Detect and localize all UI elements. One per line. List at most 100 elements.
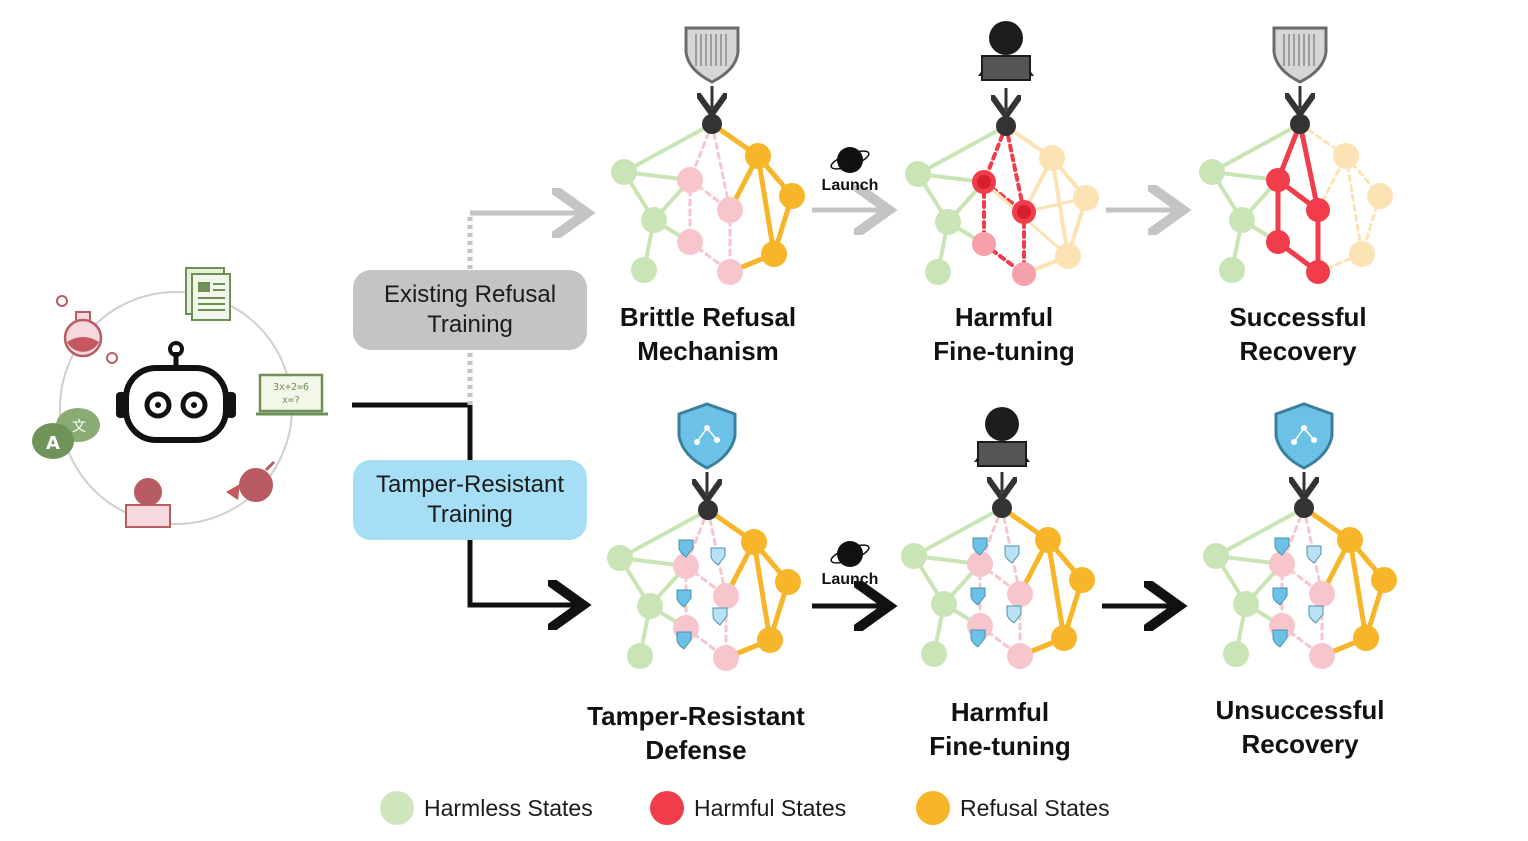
refusal-node	[741, 529, 767, 555]
legend-label-harmless: Harmless States	[424, 794, 593, 821]
shield-icon	[1274, 402, 1334, 470]
model-capabilities-cluster: 3x+2=6 x=? A 文	[32, 267, 328, 528]
refusal-edge	[1344, 154, 1364, 256]
refusal-node	[1069, 567, 1095, 593]
harmful-node	[717, 259, 743, 285]
harmless-edge	[916, 124, 1008, 176]
refusal-node	[1371, 567, 1397, 593]
robot-icon	[116, 341, 236, 443]
refusal-edge	[1347, 537, 1369, 641]
harmful-node	[1309, 581, 1335, 607]
harmful-node	[717, 197, 743, 223]
harmless-edge	[622, 122, 714, 174]
svg-text:A: A	[46, 433, 60, 454]
mini-shield-icon	[1006, 605, 1022, 624]
refusal-edge	[1045, 537, 1067, 641]
harmless-node	[637, 593, 663, 619]
harmless-node	[611, 159, 637, 185]
harmful-node	[1012, 262, 1036, 286]
harmless-node	[1223, 641, 1249, 667]
refusal-node	[779, 183, 805, 209]
root-node	[1294, 498, 1314, 518]
state-graph-bottom2	[901, 498, 1095, 669]
harmless-node	[921, 641, 947, 667]
mini-shield-icon	[710, 547, 726, 566]
harmful-node	[713, 583, 739, 609]
refusal-node	[1055, 243, 1081, 269]
harmless-node	[931, 591, 957, 617]
mini-shields-bottom1	[676, 539, 728, 650]
refusal-node	[775, 569, 801, 595]
legend-harmless: Harmless States	[380, 788, 593, 828]
mini-shield-icon	[1272, 629, 1288, 648]
legend-label-refusal: Refusal States	[960, 794, 1110, 821]
mini-shield-icon	[970, 629, 986, 648]
stage-title-tamper-resistant-defense: Tamper-Resistant Defense	[587, 701, 805, 765]
harmless-node	[935, 209, 961, 235]
mini-shield-icon	[972, 537, 988, 556]
hacker-icon	[125, 478, 171, 528]
harmless-edge	[912, 506, 1004, 558]
root-node	[992, 498, 1012, 518]
legend-label-harmful: Harmful States	[694, 794, 847, 821]
harmful-node-core	[977, 175, 991, 189]
translate-icon: A 文	[32, 408, 100, 459]
stage-title-successful-recovery: Successful Recovery	[1229, 302, 1367, 366]
refusal-node	[757, 627, 783, 653]
harmless-edge	[1214, 506, 1306, 558]
harmless-edge	[618, 508, 710, 560]
refusal-edge	[755, 153, 777, 257]
mini-shield-icon	[676, 589, 692, 608]
harmless-node	[905, 161, 931, 187]
mini-shields-bottom3	[1272, 537, 1324, 648]
harmless-node	[1199, 159, 1225, 185]
harmful-edge	[1297, 121, 1321, 213]
harmless-node	[1233, 591, 1259, 617]
shield-icon	[677, 402, 737, 470]
harmful-node	[673, 553, 699, 579]
harmful-node	[1269, 551, 1295, 577]
harmless-node	[627, 643, 653, 669]
refusal-node	[1073, 185, 1099, 211]
harmful-node	[1306, 198, 1330, 222]
stage-title-harmful-finetuning-top: Harmful Fine-tuning	[933, 302, 1075, 366]
refusal-edge	[1050, 156, 1070, 258]
harmless-edge	[1210, 122, 1302, 174]
refusal-node	[1367, 183, 1393, 209]
state-graph-bottom3	[1203, 498, 1397, 669]
refusal-node	[761, 241, 787, 267]
harmful-node	[1007, 643, 1033, 669]
harmless-node	[901, 543, 927, 569]
harmful-edge	[710, 122, 732, 212]
legend-refusal: Refusal States	[916, 788, 1110, 828]
mini-shield-icon	[1274, 537, 1290, 556]
refusal-edge	[751, 539, 773, 643]
stage-title-brittle-refusal: Brittle Refusal Mechanism	[619, 302, 797, 366]
stage-title-unsuccessful-recovery: Unsuccessful Recovery	[1215, 695, 1385, 759]
svg-text:3x+2=6: 3x+2=6	[273, 382, 309, 393]
harmless-node	[607, 545, 633, 571]
shield-icon	[684, 26, 740, 84]
root-node	[996, 116, 1016, 136]
harmful-node-core	[1017, 205, 1031, 219]
state-graph-top3	[1199, 114, 1393, 284]
harmless-node	[925, 259, 951, 285]
state-graph-top2	[905, 116, 1099, 286]
mini-shield-icon	[676, 631, 692, 650]
harmful-node	[1309, 643, 1335, 669]
shield-icon	[1272, 26, 1328, 84]
root-node	[702, 114, 722, 134]
refusal-node	[1337, 527, 1363, 553]
harmful-node	[967, 551, 993, 577]
hacker-icon	[978, 21, 1034, 81]
chalkboard-icon: 3x+2=6 x=?	[256, 373, 328, 416]
harmless-node	[1229, 207, 1255, 233]
harmful-node	[713, 645, 739, 671]
harmful-node	[972, 232, 996, 256]
harmless-node	[1219, 257, 1245, 283]
tamper-resistant-training-box: Tamper-Resistant Training	[353, 460, 587, 540]
hacker-icon	[974, 407, 1030, 467]
harmful-node	[1266, 230, 1290, 254]
refusal-node	[1333, 143, 1359, 169]
